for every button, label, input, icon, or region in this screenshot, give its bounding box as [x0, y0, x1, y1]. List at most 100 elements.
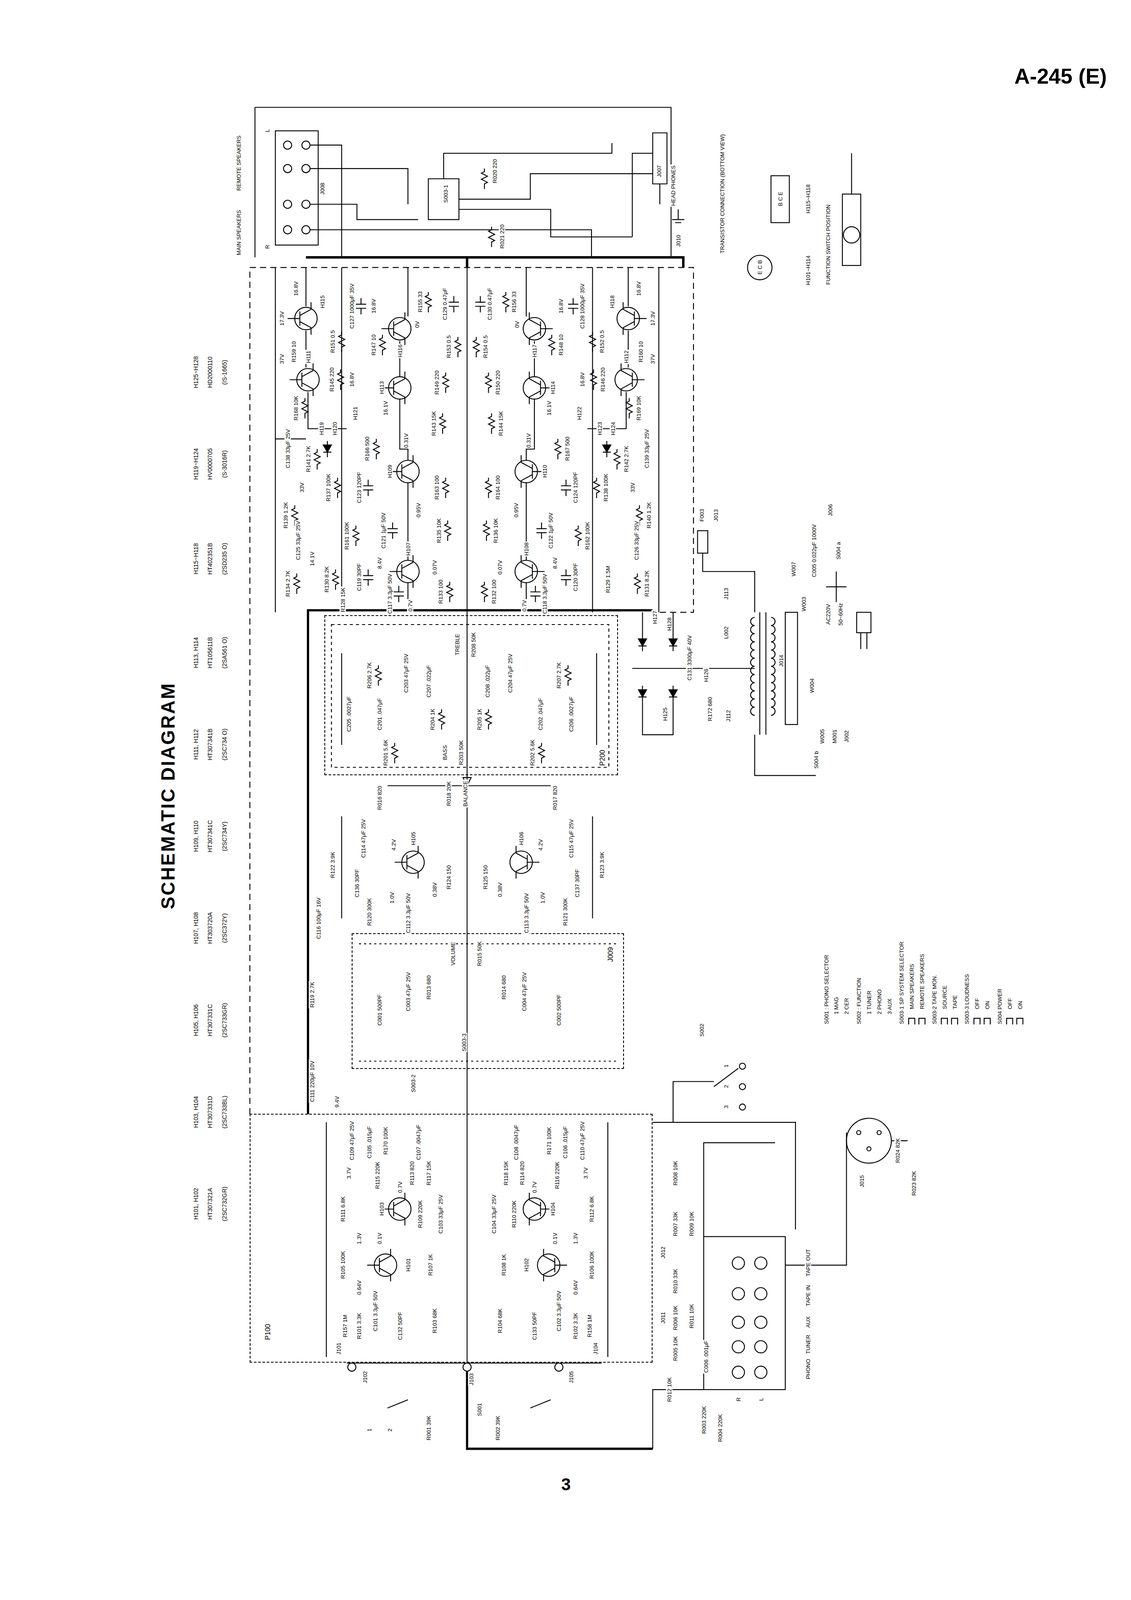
component-label: C207 .022μF: [425, 664, 432, 698]
component-label: 0.1V: [551, 1231, 558, 1245]
schematic-line: [856, 1130, 861, 1135]
schematic-line: [617, 302, 647, 335]
schematic-line: [323, 440, 332, 458]
schematic-line: [732, 1256, 745, 1270]
schematic-wiring: [249, 107, 1023, 1449]
schematic-line: [326, 1122, 609, 1363]
component-label: A-245 (E): [1013, 65, 1108, 88]
component-label: 1.0V: [388, 890, 395, 904]
component-label: R110 220K: [510, 1199, 518, 1229]
component-label: HT307341C: [206, 819, 214, 854]
component-label: R116 220K: [553, 1160, 560, 1190]
component-label: J113: [722, 586, 730, 601]
component-label: H122: [576, 405, 583, 421]
component-label: HT307321A: [206, 1186, 214, 1221]
component-label: C104 33μF 25V: [490, 1193, 497, 1234]
schematic-line: [293, 573, 300, 595]
component-label: C119 30PF: [355, 562, 363, 592]
component-label: 3.7V: [582, 1166, 589, 1180]
schematic-line: [275, 267, 409, 613]
component-label: AUX: [804, 1314, 811, 1329]
schematic-line: [309, 142, 653, 258]
schematic-line: [393, 585, 404, 602]
component-label: J014: [778, 653, 785, 668]
component-label: (2SC733BL): [221, 1094, 228, 1129]
schematic-line: [439, 413, 446, 434]
component-label: 16.8V: [557, 297, 565, 315]
component-label: HT303720A: [206, 911, 214, 945]
component-label: TREBLE: [453, 632, 461, 657]
schematic-line: [523, 371, 553, 404]
component-label: H103, H104: [192, 1094, 200, 1129]
component-label: C138 33μF 25V: [284, 428, 291, 470]
component-label: L: [757, 1396, 764, 1402]
component-label: 0.7V: [531, 1180, 538, 1194]
component-label: R161 100K: [343, 520, 350, 551]
component-label: S004 b: [812, 750, 820, 770]
schematic-line: [739, 1103, 746, 1110]
component-label: R112 6.8K: [588, 1194, 595, 1222]
schematic-line: [626, 398, 633, 419]
component-label: R150 220: [494, 369, 502, 396]
component-label: R106 100K: [588, 1249, 595, 1280]
component-label: W005: [818, 728, 825, 745]
schematic-line: [851, 153, 852, 195]
schematic-line: [785, 612, 798, 725]
component-label: 3: [560, 1474, 572, 1493]
component-label: H127: [651, 609, 659, 625]
component-label: S002 : FUNCTION: [855, 976, 862, 1025]
component-label: C128 1000μF 35V: [579, 282, 586, 330]
component-label: 0.95V: [513, 501, 520, 519]
board-label: P200: [598, 748, 607, 767]
component-label: H125~H128: [192, 355, 200, 390]
component-label: 3: [722, 1104, 730, 1109]
schematic-line: [483, 520, 490, 541]
component-label: R142 2.7K: [623, 445, 630, 473]
component-label: C110 47μF 25V: [579, 1119, 586, 1161]
component-label: C115 47μF 25V: [568, 818, 575, 859]
schematic-line: [438, 708, 445, 730]
schematic-line: [565, 665, 572, 686]
schematic-line: [289, 363, 320, 396]
component-label: C130 0.47μF: [486, 286, 493, 321]
component-label: R023 82K: [910, 1169, 918, 1197]
component-label: C103 33μF 25V: [437, 1193, 444, 1234]
component-label: 16.8V: [292, 280, 299, 297]
schematic-line: [485, 708, 492, 730]
component-label: 4.2V: [390, 837, 397, 852]
component-label: C117 3.3μF 50V: [386, 572, 393, 615]
component-label: R156 33: [510, 290, 518, 314]
schematic-line: [750, 617, 755, 715]
schematic-line: [283, 164, 292, 173]
component-label: R013 680: [425, 974, 432, 1000]
component-label: H108: [523, 541, 530, 557]
schematic-line: [703, 1236, 786, 1390]
component-label: C004 47μF 25V: [521, 970, 528, 1012]
component-label: C132 50PF: [396, 1311, 403, 1341]
component-label: H113, H114: [192, 636, 200, 670]
component-label: H116: [396, 343, 403, 359]
schematic-line: [523, 312, 553, 345]
schematic-line: [254, 107, 671, 258]
component-label: R152 0.5: [598, 329, 605, 354]
component-label: H106: [518, 830, 525, 846]
component-label: H121: [351, 405, 359, 421]
component-label: J007: [655, 164, 662, 178]
component-label: 8.4V: [551, 556, 558, 570]
component-label: S003-2: [409, 1073, 417, 1094]
component-label: 0.64V: [571, 1279, 579, 1296]
component-label: 0.95V: [414, 501, 422, 519]
schematic-line: [425, 291, 432, 313]
schematic-line: [754, 1256, 767, 1270]
schematic-line: [860, 632, 867, 649]
schematic-line: [488, 413, 495, 434]
schematic-line: [732, 1365, 745, 1379]
component-label: R167 500: [563, 435, 571, 462]
schematic-line: [732, 1340, 745, 1353]
component-label: PHONO: [804, 1357, 811, 1380]
component-label: 0.1V: [376, 1231, 383, 1245]
component-label: 14.1V: [308, 550, 316, 567]
schematic-line: [442, 477, 449, 499]
component-label: (IS-1665): [221, 358, 228, 386]
component-label: R118 15K: [502, 1160, 510, 1187]
